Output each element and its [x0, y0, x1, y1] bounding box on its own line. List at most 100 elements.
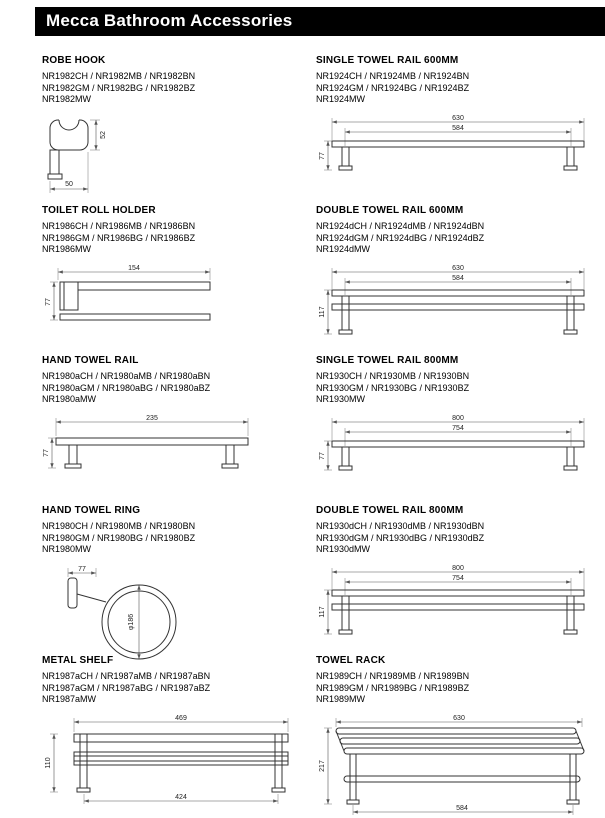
product-metal-shelf: METAL SHELF NR1987aCH / NR1987aMB / NR19… [42, 653, 316, 818]
dimension-label: 217 [319, 760, 326, 772]
dimension-label: 754 [452, 575, 464, 582]
page-title: Mecca Bathroom Accessories [46, 11, 293, 30]
single-towel-rail-800-diagram: 800 754 77 [319, 415, 585, 470]
dimension-label: 754 [452, 425, 464, 432]
codes-line: NR1982MW [42, 94, 92, 104]
towel-rack-diagram: 630 217 584 [319, 715, 585, 815]
dimension-label: 235 [146, 415, 158, 422]
drawing [67, 577, 177, 659]
product-title: TOWEL RACK [316, 655, 386, 666]
codes-line: NR1930GM / NR1930BG / NR1930BZ [316, 382, 470, 393]
dimension-label: 584 [452, 275, 464, 282]
dimension-label: 584 [456, 805, 468, 812]
dimension-label: 77 [45, 298, 52, 306]
dimensions: 52 50 [49, 119, 107, 193]
product-codes: NR1989CH / NR1989MB / NR1989BN NR1989GM … [316, 671, 605, 706]
codes-line: NR1987aMW [42, 694, 97, 704]
product-title: HAND TOWEL RAIL [42, 355, 139, 366]
dimension-label: 117 [319, 606, 326, 617]
dimension-label: 630 [452, 115, 464, 122]
dimension-label: 584 [452, 125, 464, 132]
drawing [335, 727, 585, 804]
product-codes: NR1986CH / NR1986MB / NR1986BN NR1986GM … [42, 221, 316, 256]
product-double-towel-rail-600: DOUBLE TOWEL RAIL 600MM NR1924dCH / NR19… [316, 203, 605, 353]
page-header: Mecca Bathroom Accessories [35, 7, 605, 36]
product-hand-towel-ring: HAND TOWEL RING NR1980CH / NR1980MB / NR… [42, 503, 316, 659]
dimension-label: 469 [175, 715, 187, 722]
codes-line: NR1924dGM / NR1924dBG / NR1924dBZ [316, 232, 485, 243]
dimensions: 630 584 77 [319, 115, 585, 170]
codes-line: NR1980MW [42, 544, 92, 554]
product-title: SINGLE TOWEL RAIL 600MM [316, 55, 459, 66]
product-single-towel-rail-800: SINGLE TOWEL RAIL 800MM NR1930CH / NR193… [316, 353, 605, 503]
codes-line: NR1930CH / NR1930MB / NR1930BN [316, 371, 470, 381]
codes-line: NR1989GM / NR1989BG / NR1989BZ [316, 682, 470, 693]
codes-line: NR1930dGM / NR1930dBG / NR1930dBZ [316, 532, 485, 543]
product-hand-towel-rail: HAND TOWEL RAIL NR1980aCH / NR1980aMB / … [42, 353, 316, 503]
drawing [73, 733, 289, 792]
dimension-label: 77 [78, 566, 86, 573]
codes-line: NR1986MW [42, 244, 92, 254]
robe-hook-diagram: 52 50 [47, 117, 107, 193]
dimension-label: 52 [100, 131, 107, 139]
codes-line: NR1924CH / NR1924MB / NR1924BN [316, 71, 470, 81]
product-title: ROBE HOOK [42, 55, 106, 66]
dimensions: 630 584 117 [319, 265, 585, 334]
drawing [331, 289, 585, 334]
codes-line: NR1924GM / NR1924BG / NR1924BZ [316, 82, 470, 93]
dimension-label: φ186 [128, 613, 135, 629]
product-robe-hook: ROBE HOOK NR1982CH / NR1982MB / NR1982BN… [42, 53, 316, 203]
product-towel-rack: TOWEL RACK NR1989CH / NR1989MB / NR1989B… [316, 653, 605, 818]
dimensions: 800 754 117 [319, 565, 585, 634]
product-codes: NR1930CH / NR1930MB / NR1930BN NR1930GM … [316, 371, 605, 406]
codes-line: NR1987aCH / NR1987aMB / NR1987aBN [42, 671, 211, 681]
codes-line: NR1980aMW [42, 394, 97, 404]
dimension-label: 50 [65, 181, 73, 188]
dimensions: 235 77 [43, 415, 249, 468]
dimension-label: 117 [319, 306, 326, 317]
drawing [47, 117, 89, 179]
dimensions: 154 77 [45, 265, 211, 320]
dimension-label: 110 [45, 757, 52, 768]
drawing [331, 589, 585, 634]
codes-line: NR1986GM / NR1986BG / NR1986BZ [42, 232, 196, 243]
drawing [55, 437, 249, 468]
product-toilet-roll-holder: TOILET ROLL HOLDER NR1986CH / NR1986MB /… [42, 203, 316, 353]
hand-towel-rail-diagram: 235 77 [43, 415, 249, 468]
dimension-label: 77 [319, 452, 326, 460]
product-codes: NR1982CH / NR1982MB / NR1982BN NR1982GM … [42, 71, 316, 106]
drawing [331, 440, 585, 470]
drawing [59, 281, 211, 320]
dimension-label: 77 [319, 152, 326, 160]
single-towel-rail-600-diagram: 630 584 77 [319, 115, 585, 170]
product-double-towel-rail-800: DOUBLE TOWEL RAIL 800MM NR1930dCH / NR19… [316, 503, 605, 653]
codes-line: NR1982CH / NR1982MB / NR1982BN [42, 71, 196, 81]
product-codes: NR1924CH / NR1924MB / NR1924BN NR1924GM … [316, 71, 605, 106]
codes-line: NR1980CH / NR1980MB / NR1980BN [42, 521, 196, 531]
toilet-roll-holder-diagram: 154 77 [45, 265, 211, 320]
product-codes: NR1987aCH / NR1987aMB / NR1987aBN NR1987… [42, 671, 316, 706]
product-title: DOUBLE TOWEL RAIL 800MM [316, 505, 464, 516]
product-codes: NR1980aCH / NR1980aMB / NR1980aBN NR1980… [42, 371, 316, 406]
product-title: HAND TOWEL RING [42, 505, 141, 516]
product-codes: NR1924dCH / NR1924dMB / NR1924dBN NR1924… [316, 221, 605, 256]
dimensions: 469 110 424 [45, 715, 289, 804]
codes-line: NR1982GM / NR1982BG / NR1982BZ [42, 82, 196, 93]
metal-shelf-diagram: 469 110 424 [45, 715, 289, 804]
double-towel-rail-800-diagram: 800 754 117 [319, 565, 585, 634]
codes-line: NR1986CH / NR1986MB / NR1986BN [42, 221, 196, 231]
codes-line: NR1980aGM / NR1980aBG / NR1980aBZ [42, 382, 211, 393]
product-single-towel-rail-600: SINGLE TOWEL RAIL 600MM NR1924CH / NR192… [316, 53, 605, 203]
product-title: SINGLE TOWEL RAIL 800MM [316, 355, 459, 366]
codes-line: NR1924dCH / NR1924dMB / NR1924dBN [316, 221, 485, 231]
dimensions: 800 754 77 [319, 415, 585, 470]
product-codes: NR1930dCH / NR1930dMB / NR1930dBN NR1930… [316, 521, 605, 556]
codes-line: NR1930MW [316, 394, 366, 404]
codes-line: NR1924dMW [316, 244, 371, 254]
codes-line: NR1924MW [316, 94, 366, 104]
codes-line: NR1930dMW [316, 544, 371, 554]
dimensions: 77 φ186 [67, 566, 141, 659]
double-towel-rail-600-diagram: 630 584 117 [319, 265, 585, 334]
codes-line: NR1980GM / NR1980BG / NR1980BZ [42, 532, 196, 543]
product-title: TOILET ROLL HOLDER [42, 205, 156, 216]
